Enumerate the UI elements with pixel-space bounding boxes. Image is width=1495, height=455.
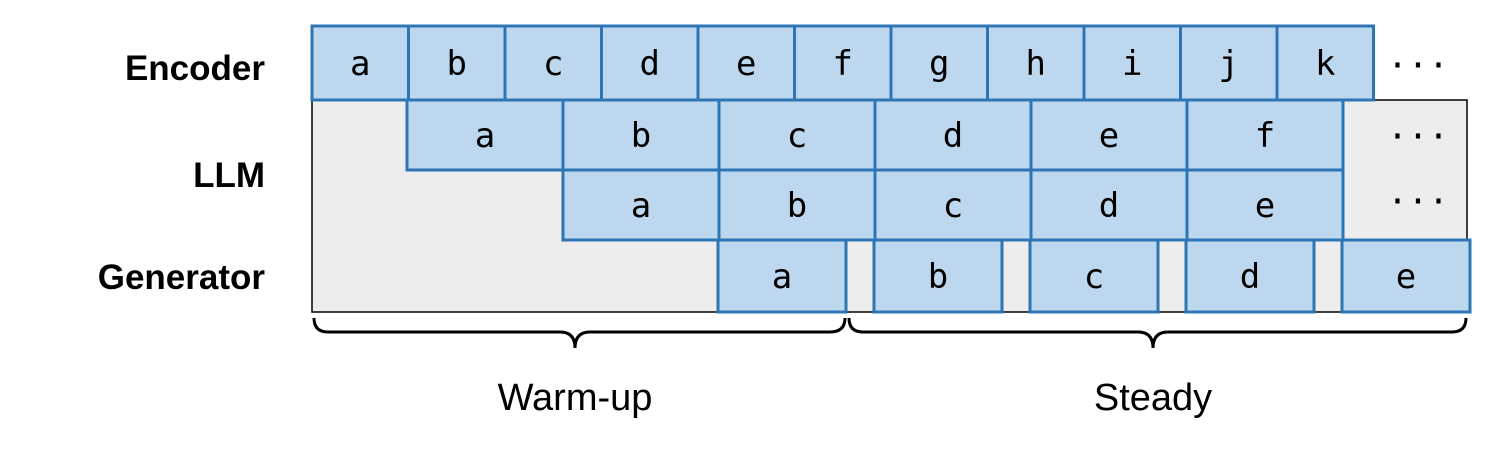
llm1-block-label-c: c [787, 116, 807, 156]
steady-brace [847, 317, 1468, 349]
llm-label: LLM [193, 156, 265, 195]
llm1-block-label-b: b [631, 116, 651, 156]
llm-row-2: a b c d e [561, 168, 1345, 242]
llm2-block-label-e: e [1255, 186, 1275, 226]
encoder-block-g [889, 24, 989, 102]
generator-label: Generator [98, 258, 266, 297]
llm1-block-e [1029, 98, 1189, 172]
encoder-ellipsis: ··· [1387, 46, 1448, 86]
llm1-block-a [405, 98, 565, 172]
encoder-block-label-c: c [543, 44, 563, 84]
llm1-block-b [561, 98, 721, 172]
encoder-block-i [1082, 24, 1182, 102]
encoder-block-label-f: f [833, 44, 853, 84]
llm-row2-ellipsis: ··· [1387, 182, 1448, 222]
encoder-block-label-d: d [640, 44, 660, 84]
llm2-block-label-c: c [943, 186, 963, 226]
encoder-row: a b c d e f g h i j k [310, 24, 1375, 102]
llm1-block-d [873, 98, 1033, 172]
llm-row-1: a b c d e f [405, 98, 1345, 172]
generator-block-c [1028, 238, 1160, 314]
llm2-block-a [561, 168, 721, 242]
llm1-block-f [1185, 98, 1345, 172]
generator-block-label-b: b [928, 257, 948, 297]
llm2-block-d [1029, 168, 1189, 242]
encoder-block-label-i: i [1122, 44, 1142, 84]
llm1-block-label-d: d [943, 116, 963, 156]
generator-block-label-e: e [1396, 257, 1416, 297]
llm2-block-b [717, 168, 877, 242]
encoder-block-label-g: g [929, 44, 949, 84]
encoder-block-label-k: k [1315, 44, 1335, 84]
generator-block-e [1340, 238, 1472, 314]
encoder-block-label-h: h [1026, 44, 1046, 84]
encoder-block-label-a: a [350, 44, 370, 84]
llm2-block-label-d: d [1099, 186, 1119, 226]
encoder-label: Encoder [125, 49, 265, 88]
encoder-block-label-b: b [447, 44, 467, 84]
llm2-block-label-b: b [787, 186, 807, 226]
generator-block-d [1184, 238, 1316, 314]
llm2-block-label-a: a [631, 186, 651, 226]
warmup-brace [312, 317, 847, 349]
llm1-block-label-f: f [1255, 116, 1275, 156]
llm1-block-label-e: e [1099, 116, 1119, 156]
warmup-label: Warm-up [498, 377, 653, 419]
generator-row: a b c d e [716, 238, 1472, 314]
generator-block-label-d: d [1240, 257, 1260, 297]
encoder-block-label-j: j [1219, 44, 1239, 84]
encoder-block-k [1275, 24, 1375, 102]
encoder-block-a [310, 24, 410, 102]
generator-block-label-c: c [1084, 257, 1104, 297]
llm2-block-c [873, 168, 1033, 242]
llm-row1-ellipsis: ··· [1387, 117, 1448, 157]
encoder-block-e [696, 24, 796, 102]
generator-block-label-a: a [772, 257, 792, 297]
generator-block-a [716, 238, 848, 314]
llm1-block-label-a: a [475, 116, 495, 156]
encoder-block-label-e: e [736, 44, 756, 84]
llm2-block-e [1185, 168, 1345, 242]
generator-block-b [872, 238, 1004, 314]
steady-label: Steady [1094, 377, 1212, 419]
